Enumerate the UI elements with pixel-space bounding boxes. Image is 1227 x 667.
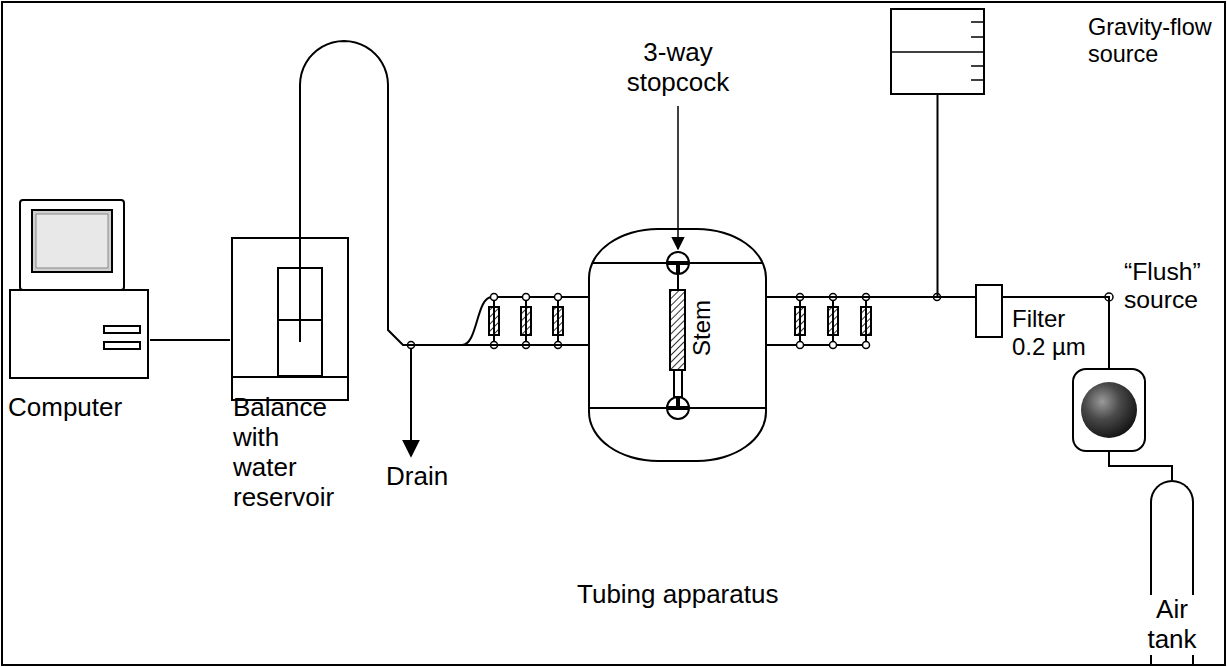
resistance-segment bbox=[553, 307, 563, 335]
pressure-bladder bbox=[1081, 382, 1137, 438]
component-label: Stem bbox=[688, 298, 716, 358]
screen-glass bbox=[36, 214, 108, 268]
reservoir-tube bbox=[299, 236, 301, 342]
monitor-screen bbox=[32, 210, 112, 272]
stopcock bbox=[667, 252, 689, 274]
left-manifold bbox=[462, 297, 588, 345]
stem-segment bbox=[670, 290, 685, 370]
computer-icon bbox=[10, 200, 148, 378]
stem-tube bbox=[677, 274, 679, 290]
part-label: Drain bbox=[386, 462, 466, 492]
water-level bbox=[891, 51, 984, 53]
scale-tick bbox=[971, 79, 984, 81]
balance-node: Balance with water reservoir bbox=[230, 236, 352, 526]
manifold-tube bbox=[767, 344, 866, 346]
drive-slot bbox=[104, 342, 140, 349]
computer-node: Computer bbox=[8, 196, 150, 436]
balance-housing bbox=[232, 238, 348, 400]
component-label: Gravity-flow source bbox=[1088, 14, 1222, 68]
drain-arrow bbox=[410, 345, 412, 456]
resistance-segment bbox=[489, 307, 499, 335]
stopcock-handle bbox=[676, 263, 680, 274]
component-label: Air tank bbox=[1137, 595, 1207, 655]
air-tank: Air tank bbox=[1150, 480, 1194, 664]
resistance-segment bbox=[795, 307, 805, 335]
flush-source: “Flush” source bbox=[1072, 368, 1146, 452]
drain-outlet bbox=[408, 342, 415, 457]
stopcock-handle bbox=[676, 397, 680, 408]
label-box: 3-way stopcock bbox=[603, 38, 753, 98]
stopcock bbox=[667, 397, 689, 419]
component-label: Filter 0.2 µm bbox=[1012, 305, 1104, 360]
right-manifold bbox=[767, 297, 871, 345]
tubing-connector bbox=[1003, 297, 1109, 368]
resistance-segment bbox=[861, 307, 871, 335]
label-box: Drain bbox=[386, 462, 466, 492]
valve-dot bbox=[830, 342, 837, 349]
resistance-segment bbox=[828, 307, 838, 335]
part-label: 3-way stopcock bbox=[603, 38, 753, 98]
scale-tick bbox=[971, 65, 984, 67]
tubing-apparatus-interior bbox=[590, 252, 765, 419]
right-valve-dots bbox=[797, 294, 941, 349]
valve-dot bbox=[523, 294, 530, 301]
component-label: Tubing apparatus bbox=[577, 580, 778, 610]
filter-node: Filter 0.2 µm bbox=[975, 284, 1003, 338]
valve-dot bbox=[797, 342, 804, 349]
component-label: Balance with water reservoir bbox=[233, 393, 345, 513]
gravity-source-scale bbox=[891, 22, 984, 80]
resistance-segment bbox=[521, 307, 531, 335]
tubing-connector bbox=[767, 95, 938, 297]
stem-tube bbox=[674, 370, 682, 397]
manifold-tube bbox=[462, 297, 588, 345]
valve-dot bbox=[863, 342, 870, 349]
component-label: Computer bbox=[8, 393, 150, 423]
scale-tick bbox=[971, 36, 984, 38]
tubing-connector bbox=[300, 41, 588, 345]
tubing-apparatus: Tubing apparatusStem bbox=[588, 228, 767, 462]
scale-tick bbox=[971, 21, 984, 23]
valve-dot bbox=[555, 294, 562, 301]
balance-icon bbox=[232, 236, 348, 400]
tubing-connector bbox=[150, 339, 230, 341]
tubing-connector bbox=[1109, 452, 1172, 480]
left-valve-dots bbox=[491, 294, 562, 349]
valve-dot bbox=[491, 294, 498, 301]
drive-slot bbox=[104, 326, 140, 333]
computer-base bbox=[10, 290, 148, 378]
tubing-connector bbox=[767, 296, 975, 298]
component-label: “Flush” source bbox=[1124, 258, 1224, 315]
monitor-case bbox=[20, 200, 124, 290]
stem-node: Stem bbox=[666, 286, 722, 382]
gravity-flow-source: Gravity-flow source bbox=[890, 8, 985, 95]
